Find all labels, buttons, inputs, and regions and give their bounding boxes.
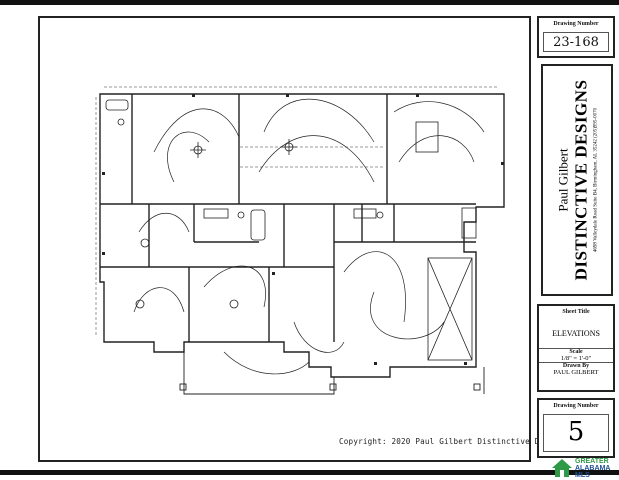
sheet-number-box: Drawing Number 5 xyxy=(537,398,615,458)
kitchen-island xyxy=(415,121,439,153)
circuit-run xyxy=(133,287,185,313)
bathtub xyxy=(250,209,266,241)
bathtub xyxy=(105,99,129,111)
vanity xyxy=(353,208,377,219)
sheet-number-value-frame: 5 xyxy=(543,414,609,452)
sheet-number: 5 xyxy=(567,417,585,447)
circuit-run xyxy=(138,212,190,233)
sheet-info-box: Sheet Title ELEVATIONS Scale 1/8" = 1'-0… xyxy=(537,304,615,392)
top-border-band xyxy=(0,0,619,5)
vanity xyxy=(203,208,229,219)
firm-text-rotated: Paul Gilbert DISTINCTIVE DESIGNS 4698 Va… xyxy=(556,80,599,281)
garage-ceiling-outline xyxy=(427,257,473,361)
circuit-run xyxy=(203,265,266,308)
circuit-run xyxy=(153,108,240,153)
sheet-title: ELEVATIONS xyxy=(552,329,600,338)
drawing-number: 23-168 xyxy=(553,35,599,50)
copyright-notice: Copyright: 2020 Paul Gilbert Distinctive… xyxy=(339,437,569,446)
circuit-run xyxy=(293,321,345,353)
drawing-number-value-frame: 23-168 xyxy=(543,32,609,52)
scale-value: 1/8" = 1'-0" xyxy=(560,355,592,362)
circuit-run xyxy=(167,131,210,183)
range xyxy=(461,207,477,239)
drawing-number-box: Drawing Number 23-168 xyxy=(537,16,615,58)
logo-line-3: MLS xyxy=(575,472,590,479)
firm-name-main: DISTINCTIVE DESIGNS xyxy=(571,79,591,281)
fan-fixture xyxy=(190,139,297,158)
light-fixture xyxy=(140,238,150,248)
circuit-run xyxy=(370,291,445,340)
sheet-number-label: Drawing Number xyxy=(553,403,599,409)
firm-name-top: Paul Gilbert xyxy=(555,148,571,212)
greater-alabama-mls-logo: GREATER ALABAMA MLS xyxy=(549,456,619,480)
front-porch xyxy=(183,352,335,395)
drawing-number-label: Drawing Number xyxy=(553,21,599,27)
electrical-floor-plan xyxy=(95,86,505,395)
toilet xyxy=(117,118,125,126)
interior-wall xyxy=(100,94,476,342)
firm-address: 4698 Valleydale Road Suite B4, Birmingha… xyxy=(593,107,599,253)
light-fixture xyxy=(135,299,145,309)
circuit-run xyxy=(343,251,406,323)
drawn-by-label: Drawn By xyxy=(539,362,613,369)
scale-label: Scale xyxy=(539,348,613,355)
logo-line-1: GREATER xyxy=(575,458,609,465)
circuit-run xyxy=(398,135,475,163)
circuit-run xyxy=(258,135,375,183)
drawn-by-value: PAUL GILBERT xyxy=(553,369,599,376)
circuit-run xyxy=(223,351,310,375)
exterior-wall xyxy=(99,93,505,378)
sheet-title-label: Sheet Title xyxy=(562,309,590,315)
house-icon xyxy=(552,459,572,477)
toilet xyxy=(237,211,245,219)
bottom-border-band xyxy=(0,470,619,475)
circuit-run xyxy=(263,98,375,143)
toilet xyxy=(376,211,384,219)
logo-line-2: ALABAMA xyxy=(575,465,611,472)
drawing-sheet-frame xyxy=(38,16,531,462)
circuit-run xyxy=(393,101,485,133)
firm-info-box: Paul Gilbert DISTINCTIVE DESIGNS 4698 Va… xyxy=(541,64,613,296)
light-fixture xyxy=(229,299,239,309)
